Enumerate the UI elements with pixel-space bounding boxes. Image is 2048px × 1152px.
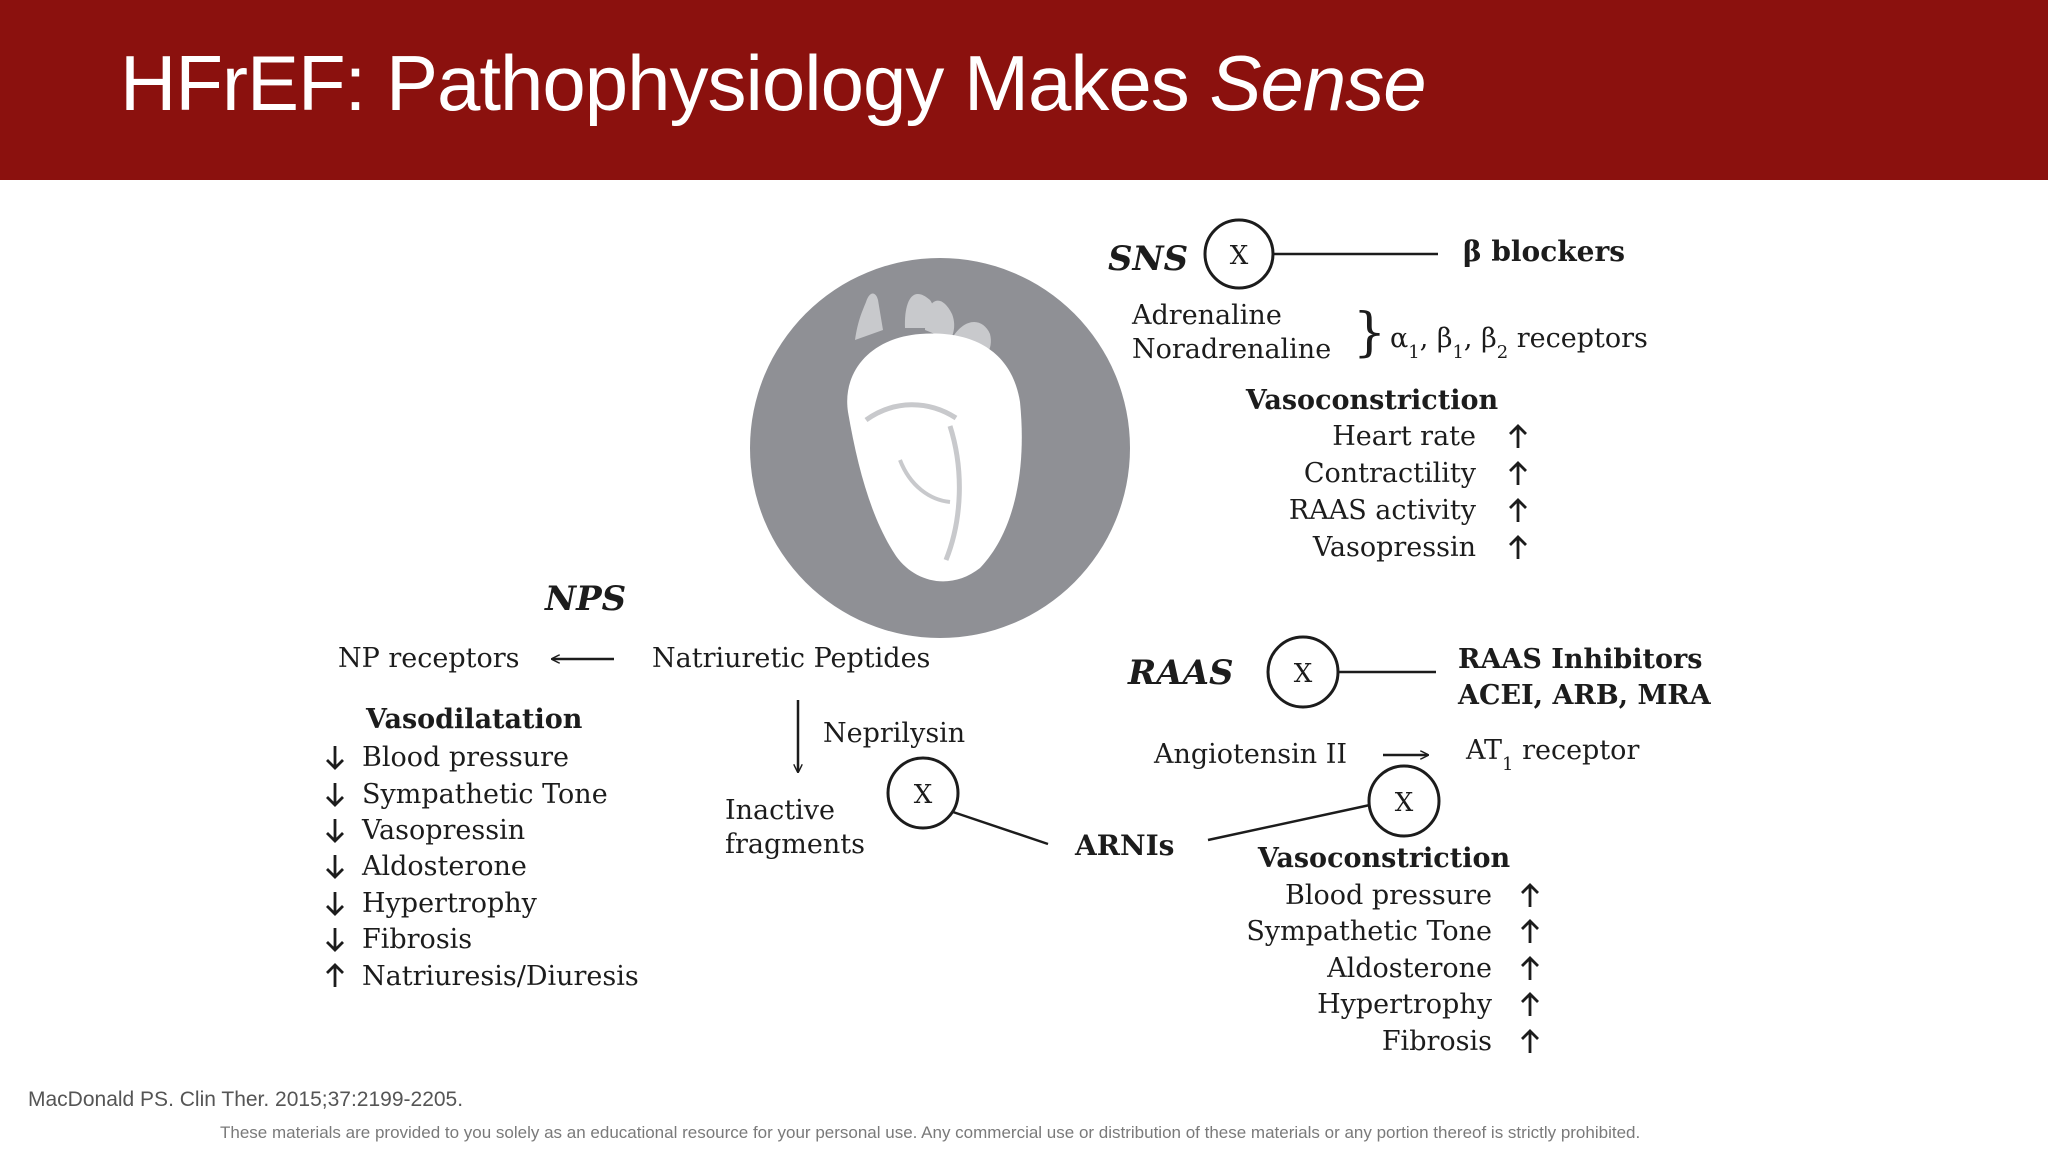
angiotensin-label: Angiotensin II	[1153, 739, 1347, 770]
title-bar: HFrEF: Pathophysiology Makes Sense	[0, 0, 2048, 180]
raas-effect-heading: Vasoconstriction	[1257, 843, 1511, 874]
down-arrow-icon	[326, 892, 344, 916]
raas-effect-item: Aldosterone	[1326, 953, 1492, 984]
up-arrow-icon	[1521, 919, 1539, 943]
heart-icon	[847, 293, 1022, 582]
hormone-brace: }	[1353, 303, 1386, 363]
nps-effect-item: Blood pressure	[362, 742, 569, 773]
up-arrow-icon	[1509, 535, 1527, 559]
raas-effect-item: Blood pressure	[1285, 880, 1492, 911]
nps-effect-item: Aldosterone	[361, 851, 527, 882]
up-arrow-icon	[1521, 992, 1539, 1016]
angiotensin-block-circle	[1367, 764, 1441, 838]
down-arrow-icon	[326, 819, 344, 843]
sns-effect-heading: Vasoconstriction	[1245, 385, 1499, 416]
beta-blockers-label: β blockers	[1463, 235, 1625, 268]
receptor-label: α1, β1, β2 receptors	[1390, 323, 1648, 363]
arni-section: X ARNIs X	[886, 756, 1441, 862]
raas-block-symbol: X	[1294, 659, 1313, 689]
raas-effect-item: Hypertrophy	[1317, 989, 1493, 1020]
disclaimer: These materials are provided to you sole…	[220, 1123, 1641, 1142]
down-arrow-icon	[326, 855, 344, 879]
down-arrow-icon	[326, 746, 344, 770]
at1-receptor-label: AT1 receptor	[1465, 735, 1639, 775]
sns-effect-item: Vasopressin	[1312, 532, 1476, 563]
sns-effect-item: Heart rate	[1332, 421, 1476, 452]
sns-block-symbol: X	[1230, 241, 1249, 271]
raas-effect-item: Fibrosis	[1382, 1026, 1492, 1057]
sns-effect-item: Contractility	[1304, 458, 1477, 489]
up-arrow-icon	[1521, 883, 1539, 907]
np-receptors-label: NP receptors	[338, 643, 520, 674]
angiotensin-block-symbol: X	[1395, 788, 1414, 818]
down-arrow-icon	[326, 928, 344, 952]
nps-effects-list: Blood pressure Sympathetic Tone Vasopres…	[326, 742, 639, 992]
up-arrow-icon	[1521, 1029, 1539, 1053]
sns-section: SNS X β blockers Adrenaline Noradrenalin…	[1108, 218, 1648, 563]
nps-label: NPS	[544, 579, 626, 619]
neprilysin-block-circle	[886, 756, 960, 830]
slide-title-emphasis: Sense	[1209, 39, 1426, 127]
raas-effects-list: Blood pressure Sympathetic Tone Aldoster…	[1246, 880, 1539, 1057]
noradrenaline-label: Noradrenaline	[1132, 334, 1331, 365]
nps-effect-item: Vasopressin	[361, 815, 525, 846]
citation: MacDonald PS. Clin Ther. 2015;37:2199-22…	[28, 1088, 464, 1111]
nps-effect-item: Hypertrophy	[362, 888, 538, 919]
down-arrow-icon	[326, 783, 344, 807]
nps-effect-item: Sympathetic Tone	[362, 779, 608, 810]
sns-effect-item: RAAS activity	[1289, 495, 1477, 526]
raas-inhibitors-label: RAAS Inhibitors	[1458, 644, 1702, 675]
raas-effect-item: Sympathetic Tone	[1246, 916, 1492, 947]
inactive-fragments-label: fragments	[725, 829, 865, 860]
arni-raas-line	[1207, 803, 1371, 842]
slide-title-main: HFrEF: Pathophysiology Makes	[120, 39, 1210, 127]
raas-label: RAAS	[1127, 653, 1234, 693]
sns-label: SNS	[1108, 239, 1188, 279]
up-arrow-icon	[1509, 424, 1527, 448]
up-arrow-icon	[1509, 461, 1527, 485]
raas-section: RAAS X RAAS Inhibitors ACEI, ARB, MRA An…	[1127, 635, 1712, 1057]
nps-effect-heading: Vasodilatation	[365, 704, 583, 735]
adrenaline-label: Adrenaline	[1131, 300, 1282, 331]
heart-graphic	[750, 258, 1130, 638]
up-arrow-icon	[1509, 498, 1527, 522]
nps-section: NPS NP receptors Natriuretic Peptides Ne…	[326, 579, 965, 992]
alpha-receptor-symbol: α	[1390, 323, 1408, 354]
nps-effect-item: Natriuresis/Diuresis	[362, 961, 639, 992]
sns-effects-list: Heart rate Contractility RAAS activity V…	[1289, 421, 1527, 563]
nps-effect-item: Fibrosis	[362, 924, 472, 955]
natriuretic-peptides-label: Natriuretic Peptides	[652, 643, 930, 674]
neprilysin-label: Neprilysin	[823, 718, 965, 749]
up-arrow-icon	[326, 963, 344, 987]
arni-label: ARNIs	[1074, 829, 1174, 862]
arni-neprilysin-line	[952, 810, 1049, 846]
slide-title: HFrEF: Pathophysiology Makes Sense	[120, 38, 1427, 129]
neprilysin-block-symbol: X	[914, 780, 933, 810]
raas-inhibitors-list: ACEI, ARB, MRA	[1457, 680, 1712, 711]
inactive-fragments-label: Inactive	[725, 795, 835, 826]
up-arrow-icon	[1521, 956, 1539, 980]
